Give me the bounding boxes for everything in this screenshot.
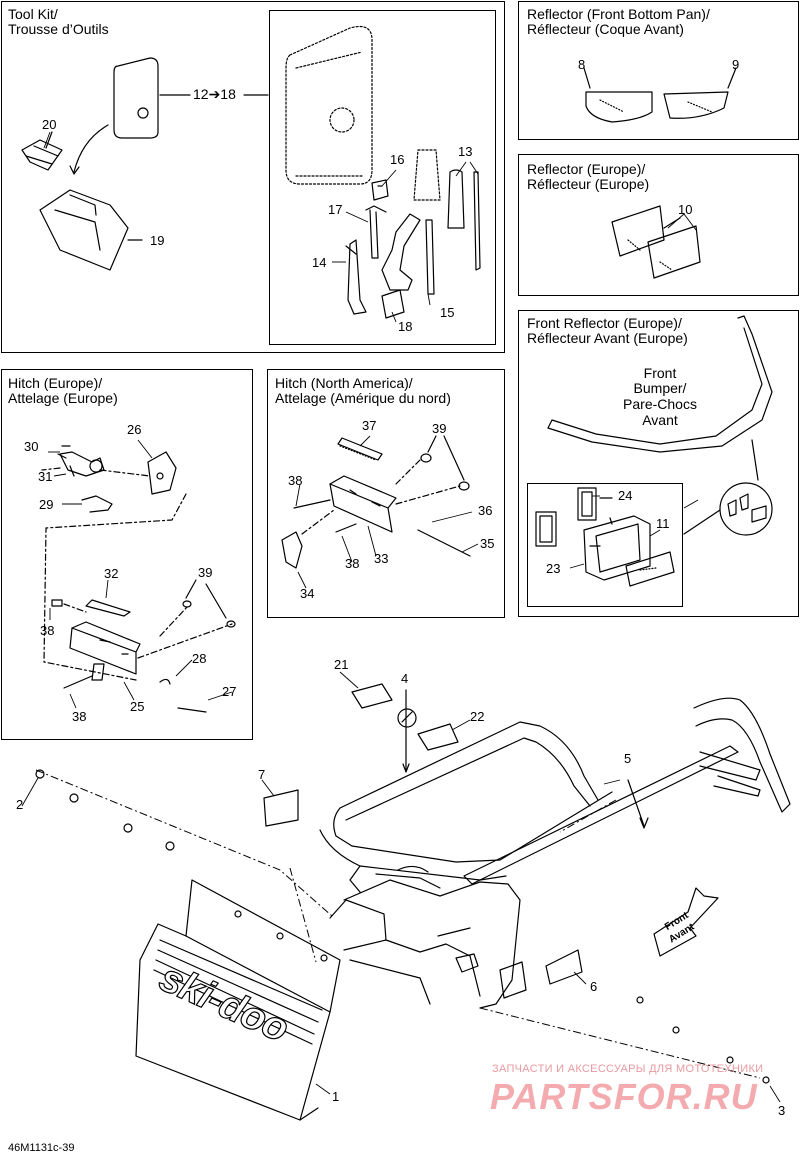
reflector-europe-title-en: Reflector (Europe)/: [527, 161, 646, 177]
front-reflector-europe-title-fr: Réflecteur Avant (Europe): [527, 330, 688, 346]
hitch-na-title-fr: Attelage (Amérique du nord): [275, 390, 451, 406]
callout-20: 20: [42, 117, 57, 132]
sticker-22-drawing: [417, 723, 459, 751]
front-bumper-label-2: Bumper/: [633, 380, 687, 396]
bottom-pan-reflectors-drawing: [583, 67, 737, 123]
callout-38-na-a: 38: [288, 473, 303, 488]
reflector-europe-panel: [518, 154, 799, 296]
callout-5: 5: [624, 751, 632, 766]
callout-39-na: 39: [432, 421, 447, 436]
callout-25: 25: [130, 699, 145, 714]
front-bumper-label-1: Front: [643, 365, 677, 381]
hitch-na-title-en: Hitch (North America)/: [275, 375, 413, 391]
hitch-europe-drawing: [51, 445, 236, 713]
callout-36: 36: [478, 503, 493, 518]
reflector-europe-title-fr: Réflecteur (Europe): [527, 176, 650, 192]
hitch-na-leader-lines: [301, 459, 461, 535]
callout-1: 1: [332, 1089, 340, 1104]
front-rack-drawing: [319, 721, 613, 1009]
callout-3: 3: [778, 1103, 786, 1118]
callout-18: 18: [398, 319, 413, 334]
reflector-front-bottom-pan-panel: [518, 1, 799, 140]
sticker-21-drawing: [351, 683, 393, 709]
front-reflector-europe-title-en: Front Reflector (Europe)/: [527, 315, 682, 331]
callout-4: 4: [401, 671, 409, 686]
callout-39-europe: 39: [198, 565, 213, 580]
front-reflector-parts-drawing: [535, 487, 675, 587]
callout-21: 21: [334, 657, 349, 672]
callout-11: 11: [656, 516, 670, 531]
sticker-6-drawing: [545, 949, 583, 985]
bumper-bar-drawing: [463, 697, 791, 885]
callout-28: 28: [192, 651, 207, 666]
mudflap-drawing: [135, 879, 341, 1121]
callout-9: 9: [732, 57, 740, 72]
hitch-europe-leader-lines: [41, 467, 233, 681]
callout-17: 17: [328, 202, 343, 217]
callout-32: 32: [104, 566, 119, 581]
callout-15: 15: [440, 305, 455, 320]
callout-2: 2: [16, 797, 24, 812]
callout-33: 33: [374, 551, 389, 566]
tool-holder-drawing: [39, 189, 143, 271]
callout-34: 34: [300, 586, 315, 601]
callout-37: 37: [362, 418, 377, 433]
callout-38-na-b: 38: [345, 556, 360, 571]
tool-kit-title-fr: Trousse d’Outils: [8, 21, 109, 37]
hitch-europe-panel: [1, 369, 253, 740]
callout-24: 24: [618, 488, 633, 503]
callout-22: 22: [470, 709, 485, 724]
callout-14: 14: [312, 255, 327, 270]
callout-13: 13: [458, 144, 473, 159]
callout-10: 10: [678, 202, 693, 217]
clip-drawing: [21, 131, 63, 171]
watermark-tagline: ЗАПЧАСТИ И АКСЕССУАРЫ ДЛЯ МОТОТЕХНИКИ: [492, 1063, 764, 1075]
hitch-north-america-drawing: [281, 435, 471, 569]
reflector-bottom-pan-title-en: Reflector (Front Bottom Pan)/: [527, 6, 710, 22]
tool-kit-inset-panel: [269, 10, 496, 345]
callout-7: 7: [258, 767, 266, 782]
front-reflector-inset-panel: [527, 483, 683, 607]
callout-8: 8: [578, 57, 586, 72]
front-bumper-label-4: Avant: [642, 412, 678, 428]
hitch-europe-title-en: Hitch (Europe)/: [8, 375, 103, 391]
reflector-bottom-pan-title-fr: Réflecteur (Coque Avant): [527, 21, 684, 37]
callout-27: 27: [222, 684, 237, 699]
front-bumper-label-3: Pare-Chocs: [623, 396, 697, 412]
tools-drawing: [345, 149, 481, 319]
callout-35: 35: [480, 536, 495, 551]
callout-30: 30: [24, 439, 39, 454]
tool-pouch-drawing: [113, 57, 269, 139]
hitch-europe-title-fr: Attelage (Europe): [8, 390, 118, 406]
figure-code: 46M1131c-39: [8, 1142, 75, 1154]
callout-31: 31: [38, 469, 53, 484]
callout-19: 19: [150, 233, 165, 248]
watermark-logo: PARTSFOR.RU: [490, 1076, 758, 1117]
sticker-7-drawing: [263, 789, 299, 827]
hardware-2-drawing: [35, 769, 770, 1084]
tool-kit-title-en: Tool Kit/: [8, 6, 58, 22]
tool-pouch-large-drawing: [285, 25, 373, 185]
callout-29: 29: [39, 497, 54, 512]
europe-side-reflectors-drawing: [611, 205, 701, 279]
callout-38-europe-b: 38: [72, 709, 87, 724]
callout-16: 16: [390, 152, 405, 167]
front-direction-arrow: [653, 887, 719, 957]
front-bumper-drawing: [547, 315, 773, 536]
callout-23: 23: [546, 561, 561, 576]
callout-26: 26: [127, 422, 142, 437]
callout-6: 6: [590, 979, 598, 994]
callout-12-18: 12➔18: [193, 86, 236, 102]
badge-4-drawing: [397, 708, 417, 728]
callout-38-europe-a: 38: [40, 623, 55, 638]
